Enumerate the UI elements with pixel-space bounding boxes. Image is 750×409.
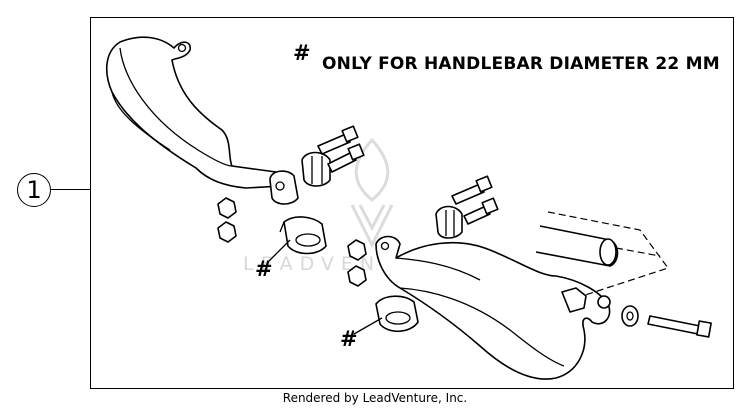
leader-right-adapter xyxy=(353,317,383,335)
left-handguard xyxy=(105,36,283,189)
left-nuts xyxy=(217,197,237,243)
bar-end-insert xyxy=(561,287,611,313)
leader-left-adapter xyxy=(267,239,291,263)
left-adapter-marker: # xyxy=(255,257,273,281)
render-credit: Rendered by LeadVenture, Inc. xyxy=(282,391,468,405)
right-handguard xyxy=(375,235,611,380)
right-bolts xyxy=(451,175,499,225)
callout-leader-line xyxy=(51,189,91,190)
watermark-logo xyxy=(350,137,394,249)
left-bolts xyxy=(317,125,365,173)
right-nuts xyxy=(347,239,367,287)
note-marker: # xyxy=(293,41,311,65)
bar-end-bolt xyxy=(647,315,712,338)
part-callout-1[interactable]: 1 xyxy=(17,173,51,207)
right-adapter-marker: # xyxy=(340,327,358,351)
left-clamp xyxy=(269,151,331,205)
assembly-frame xyxy=(90,17,734,389)
right-adapter-sleeve xyxy=(375,295,419,333)
handlebar-tube xyxy=(535,211,669,301)
handlebar-note: ONLY FOR HANDLEBAR DIAMETER 22 MM xyxy=(322,54,720,74)
washer xyxy=(621,305,639,327)
right-clamp xyxy=(435,205,463,239)
left-adapter-sleeve xyxy=(279,216,327,255)
